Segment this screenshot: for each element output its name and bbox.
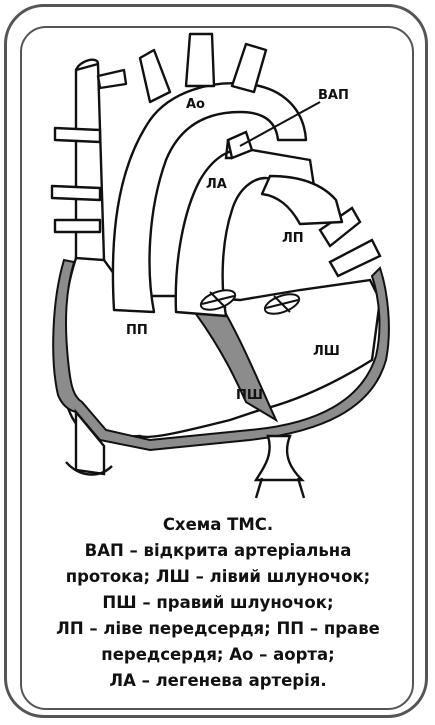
caption-line: протока; ЛШ – лівий шлуночок; [30, 564, 406, 590]
label-pp: ПП [126, 323, 148, 338]
caption-line: ЛП – ліве передсердя; ПП – праве [30, 616, 406, 642]
caption: Схема ТМС. ВАП – відкрита артеріальна пр… [30, 512, 406, 694]
heart-diagram: Ао ВАП ЛА ЛП ПП ЛШ ПШ [22, 26, 414, 506]
caption-title: Схема ТМС. [30, 512, 406, 538]
descending-aorta [256, 436, 304, 498]
label-ao: Ао [186, 97, 205, 112]
caption-line: ПШ – правий шлуночок; [30, 590, 406, 616]
label-vap: ВАП [318, 88, 349, 103]
caption-line: ВАП – відкрита артеріальна [30, 538, 406, 564]
label-lp: ЛП [282, 231, 304, 246]
caption-line: ЛА – легенева артерія. [30, 668, 406, 694]
caption-line: передсердя; Ао – аорта; [30, 642, 406, 668]
label-lsh: ЛШ [313, 344, 340, 359]
label-la: ЛА [206, 177, 227, 192]
label-psh: ПШ [236, 388, 263, 403]
